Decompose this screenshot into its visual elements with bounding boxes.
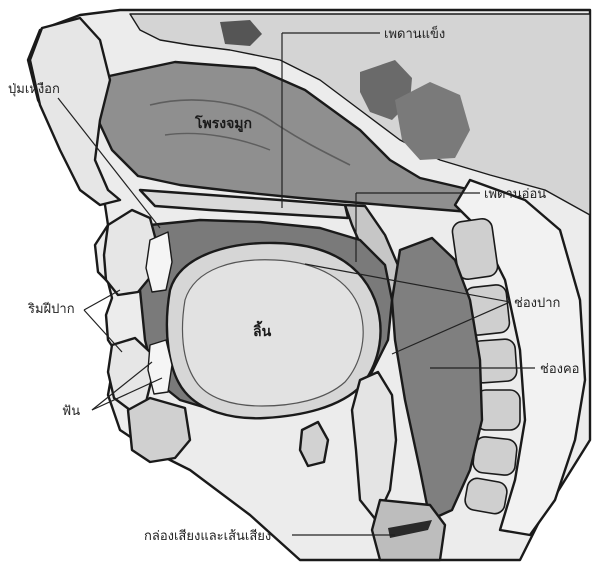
tongue-inner	[182, 260, 363, 406]
label-lips: ริมฝีปาก	[27, 301, 75, 317]
vertebra	[464, 477, 509, 515]
label-nasal-cavity: โพรงจมูก	[194, 114, 252, 132]
label-larynx-vocal-cords: กล่องเสียงและเส้นเสียง	[144, 528, 271, 544]
label-hard-palate: เพดานแข็ง	[384, 24, 445, 42]
vertebra	[472, 436, 518, 476]
label-oral-cavity: ช่องปาก	[514, 296, 560, 311]
label-pharynx: ช่องคอ	[540, 362, 579, 377]
label-teeth: ฟัน	[62, 404, 80, 419]
label-alveolar-ridge: ปุ่มเหงือก	[8, 81, 60, 97]
jaw-bone	[128, 398, 190, 462]
upper-incisor	[146, 232, 172, 292]
label-soft-palate: เพดานอ่อน	[484, 187, 546, 202]
lower-incisor	[148, 340, 172, 394]
